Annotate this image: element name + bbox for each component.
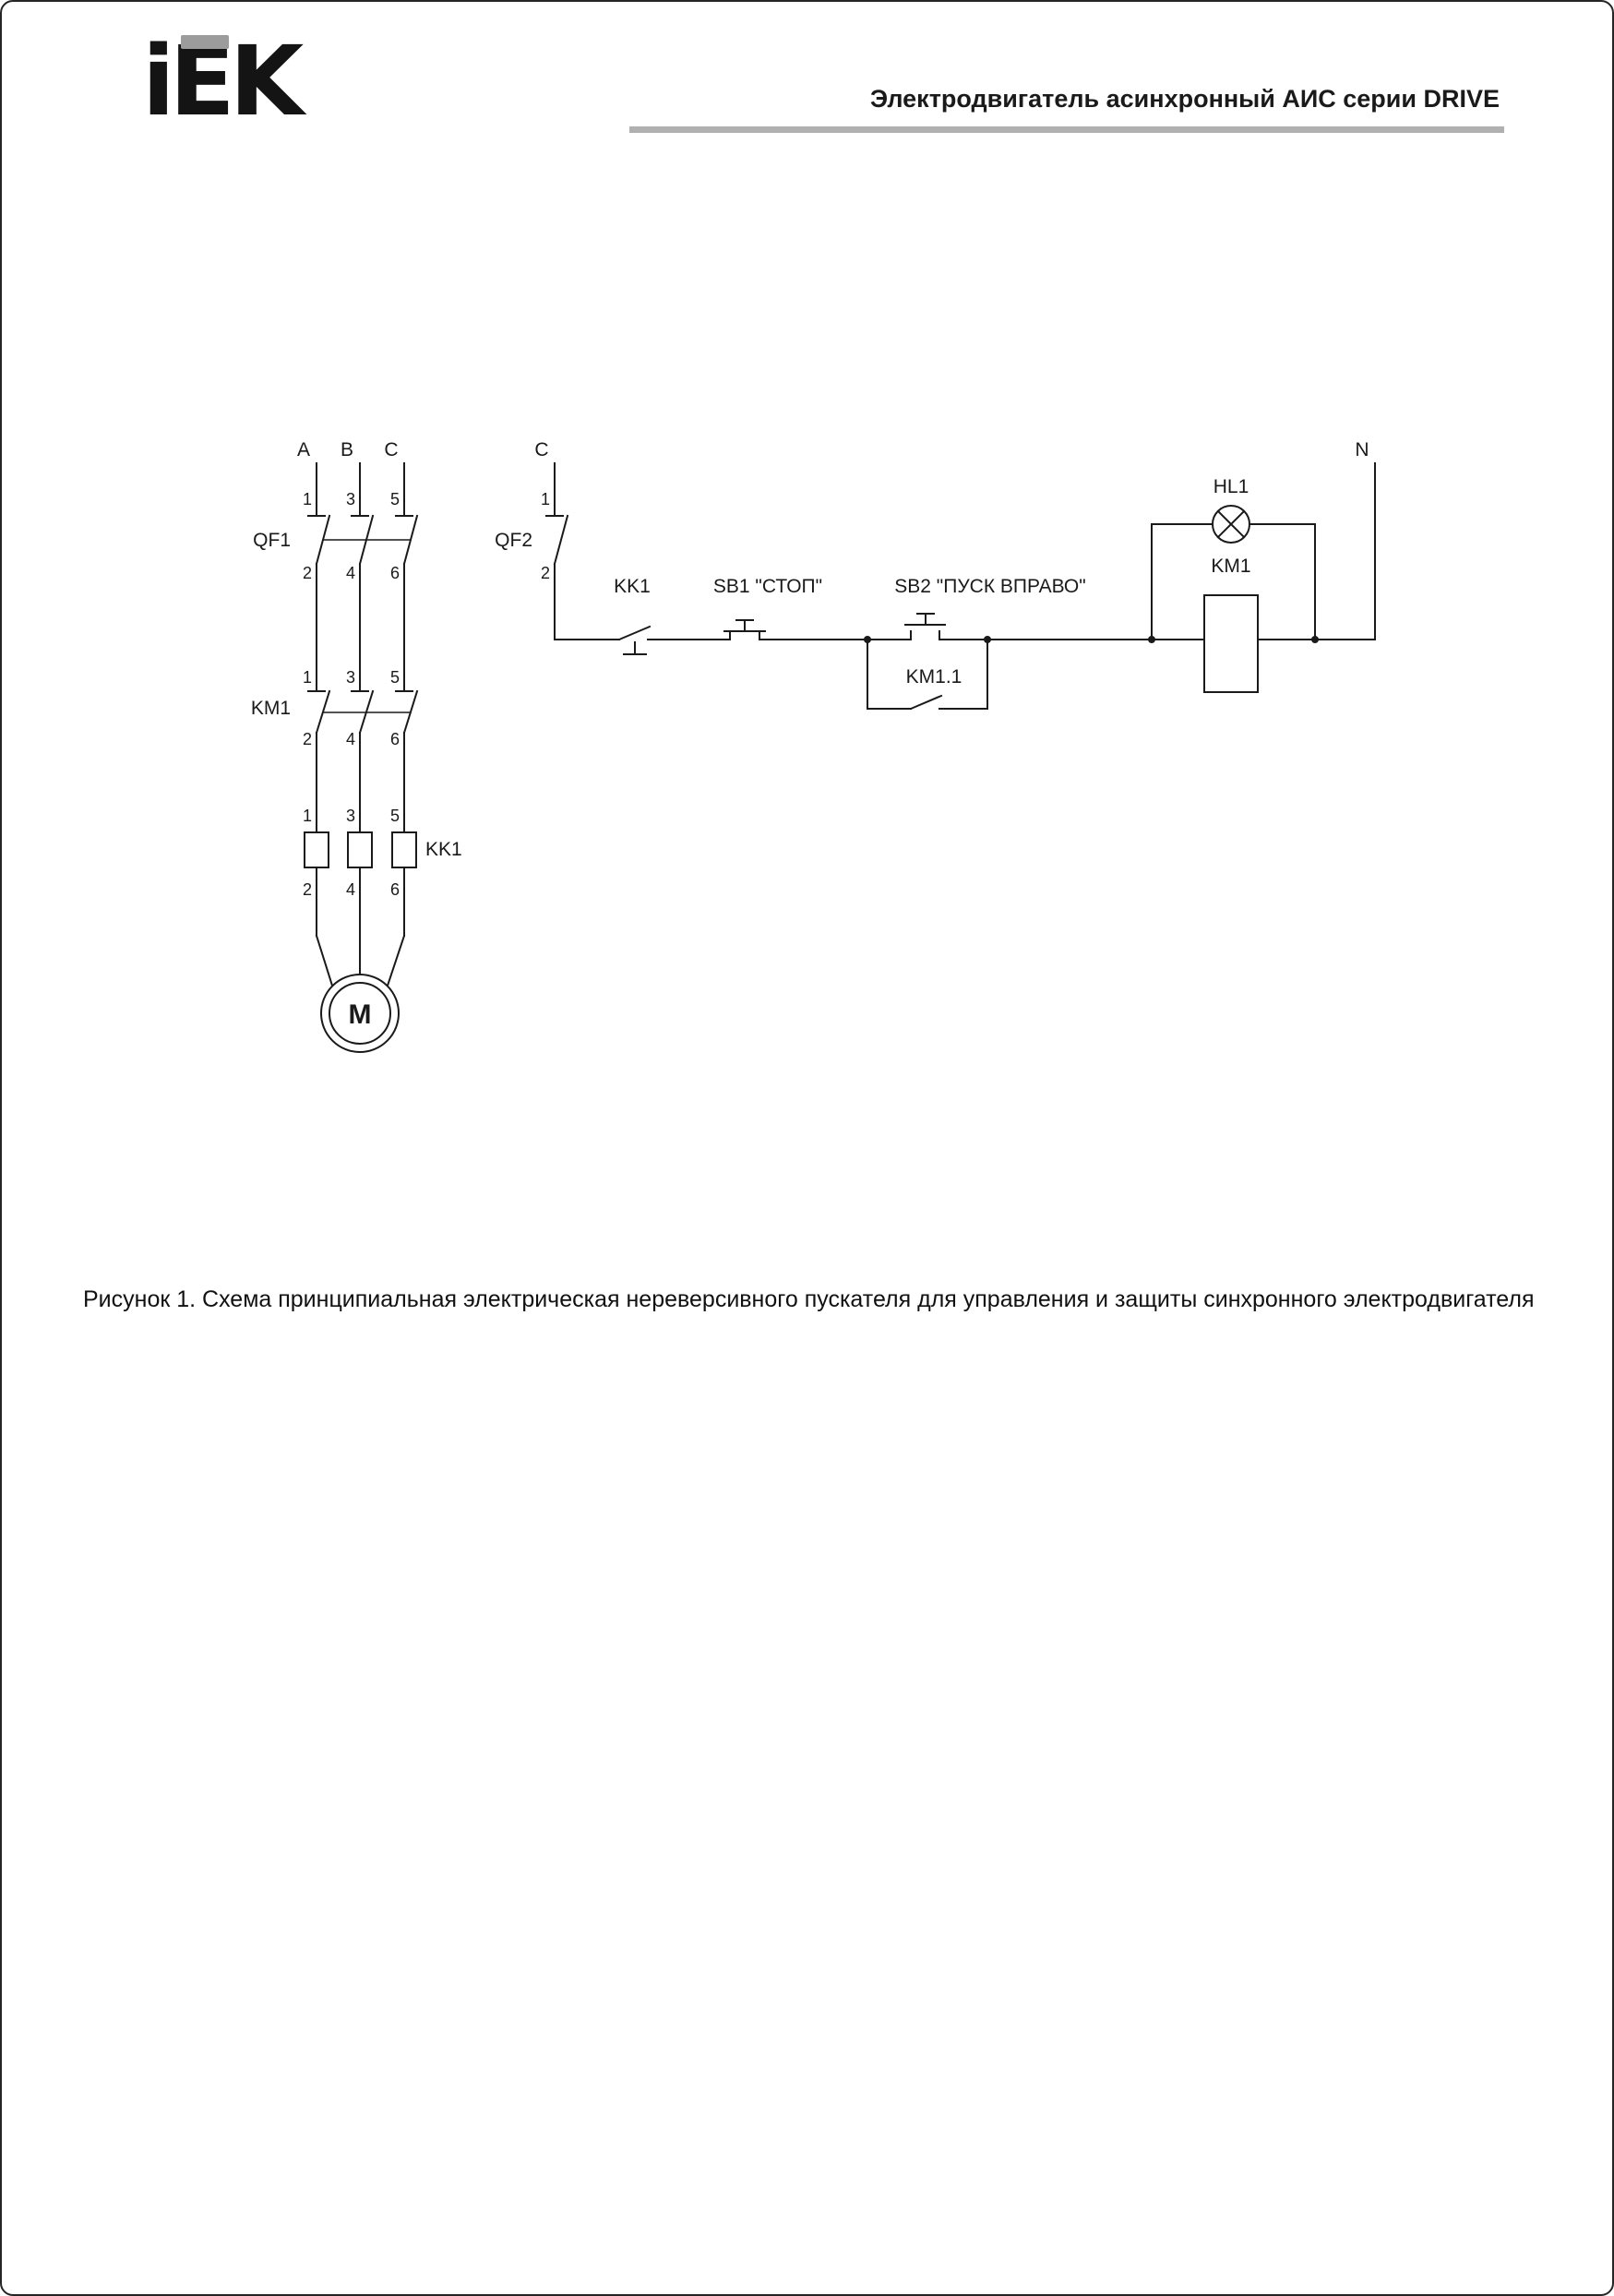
- sb1-stop-button-symbol: [723, 619, 766, 640]
- iek-logo: iEK: [142, 33, 304, 129]
- km1-aux-label: KM1.1: [906, 666, 962, 688]
- page-title: Электродвигатель асинхронный АИС серии D…: [869, 85, 1500, 113]
- terminal-number: 3: [346, 807, 355, 825]
- control-wires: [554, 462, 1376, 640]
- terminal-number: 2: [303, 730, 312, 748]
- terminal-number: 5: [390, 490, 400, 508]
- sb2-label: SB2 "ПУСК ВПРАВО": [894, 576, 1085, 597]
- iek-logo-text: iEK: [142, 25, 304, 138]
- junction-dots: [864, 636, 1319, 643]
- figure-caption: Рисунок 1. Схема принципиальная электрич…: [83, 1286, 1535, 1312]
- terminal-number: 1: [541, 490, 550, 508]
- device-labels: QF1 KM1 KK1 QF2 KK1 SB1 "СТОП" SB2 "ПУСК…: [251, 476, 1251, 860]
- terminal-number: 1: [303, 668, 312, 687]
- terminal-number: 5: [390, 668, 400, 687]
- km1-coil-symbol: [1203, 594, 1259, 693]
- qf2-breaker-symbol: [545, 514, 569, 566]
- phase-c-label: C: [384, 439, 398, 460]
- terminal-number: 6: [390, 564, 400, 582]
- motor-symbol: M: [320, 974, 400, 1053]
- terminal-number: 4: [346, 564, 355, 582]
- terminal-number: 5: [390, 807, 400, 825]
- terminal-number: 1: [303, 807, 312, 825]
- hl1-lamp-symbol: [1151, 505, 1316, 640]
- kk1-contact-label: KK1: [614, 576, 651, 597]
- sb1-label: SB1 "СТОП": [713, 576, 822, 597]
- terminal-number: 2: [541, 564, 550, 582]
- terminal-numbers: 1 3 5 2 4 6 1 3 5 2 4 6 1 3 5 2 4 6 1 2: [303, 490, 550, 899]
- terminal-number: 1: [303, 490, 312, 508]
- terminal-number: 2: [303, 880, 312, 899]
- terminal-number: 2: [303, 564, 312, 582]
- km1-contacts-label: KM1: [251, 698, 291, 719]
- neutral-label: N: [1355, 439, 1369, 460]
- kk1-nc-contact-symbol: [617, 625, 652, 655]
- terminal-number: 6: [390, 880, 400, 899]
- sb2-start-button-symbol: [904, 613, 946, 640]
- kk1-thermal-heaters: [304, 831, 417, 868]
- motor-letter: M: [349, 999, 372, 1030]
- kk1-heaters-label: KK1: [425, 839, 462, 860]
- qf2-label: QF2: [495, 530, 532, 551]
- power-bus-wires: [315, 462, 406, 987]
- km1-main-contacts-symbol: [307, 689, 419, 735]
- control-phase-label: C: [534, 439, 548, 460]
- qf1-label: QF1: [253, 530, 291, 551]
- header-rule: [629, 126, 1504, 133]
- qf1-breaker-symbol: [307, 514, 419, 566]
- hl1-label: HL1: [1213, 476, 1249, 497]
- phase-b-label: B: [341, 439, 353, 460]
- km1-aux-contact-symbol: [867, 639, 988, 711]
- phase-labels: A B C C N: [297, 439, 1369, 460]
- terminal-number: 3: [346, 668, 355, 687]
- terminal-number: 4: [346, 730, 355, 748]
- iek-logo-accent: [181, 35, 229, 49]
- km1-coil-label: KM1: [1211, 556, 1250, 577]
- terminal-number: 3: [346, 490, 355, 508]
- phase-a-label: A: [297, 439, 310, 460]
- terminal-number: 4: [346, 880, 355, 899]
- terminal-number: 6: [390, 730, 400, 748]
